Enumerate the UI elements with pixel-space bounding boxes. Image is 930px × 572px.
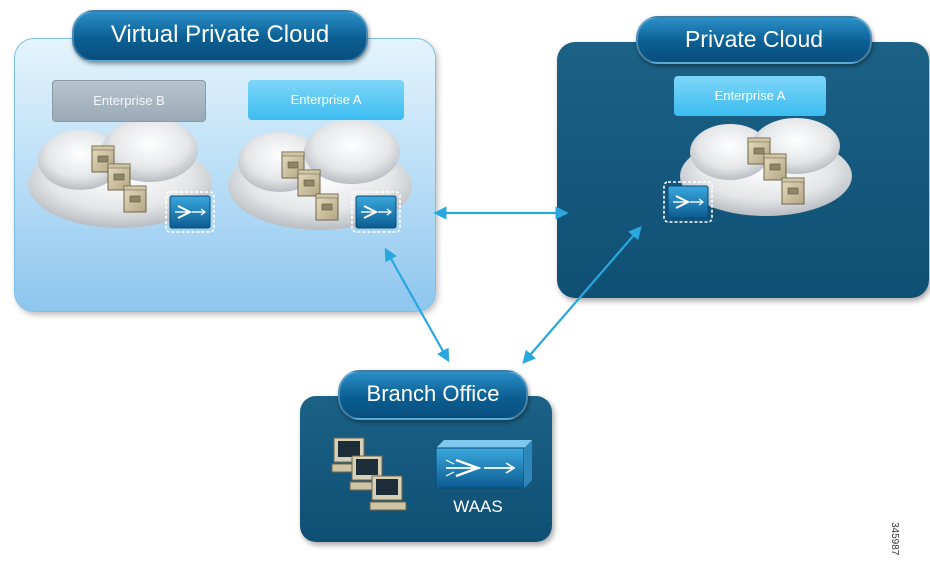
branch-office-title: Branch Office: [338, 370, 528, 420]
workstation-icon: [331, 437, 407, 511]
virtual-private-cloud-title: Virtual Private Cloud: [72, 10, 368, 62]
waas-appliance-icon: [663, 181, 713, 223]
enterprise-b-label: Enterprise B: [52, 80, 206, 122]
diagram-graphics: [28, 118, 852, 511]
waas-appliance-icon: [165, 191, 215, 233]
waas-label: WAAS: [453, 497, 503, 516]
connector-arrows: [384, 206, 642, 364]
enterprise-a-private-cloud-label: Enterprise A: [674, 76, 826, 116]
private-cloud-title: Private Cloud: [636, 16, 872, 64]
waas-appliance-icon: [351, 191, 401, 233]
waas-appliance-icon: [435, 440, 532, 489]
enterprise-a-vpc-label: Enterprise A: [248, 80, 404, 120]
figure-id: 345987: [889, 522, 900, 556]
